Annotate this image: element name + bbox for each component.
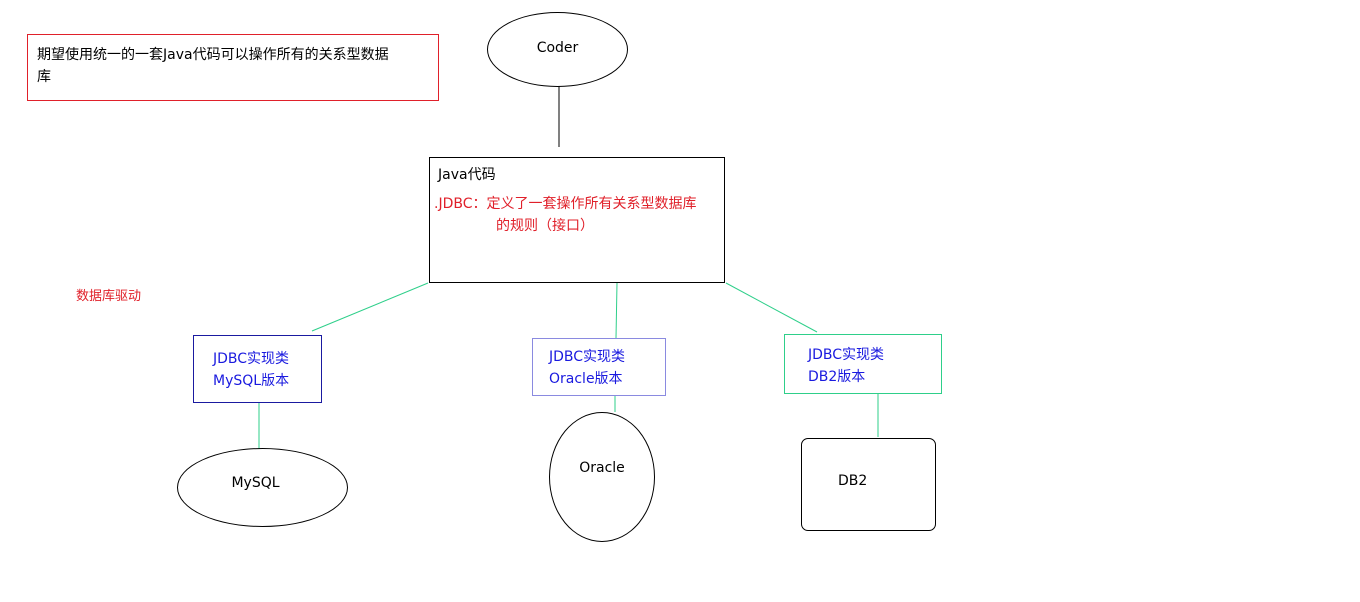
db2-database-box: DB2 [801, 438, 936, 531]
db2-impl-line1: JDBC实现类 [808, 347, 885, 363]
java-code-box: Java代码 .JDBC：定义了一套操作所有关系型数据库 的规则（接口） [429, 157, 725, 283]
db2-impl-box: JDBC实现类 DB2版本 [784, 334, 942, 394]
goal-note-line2: 库 [37, 69, 51, 85]
mysql-impl-line1: JDBC实现类 [213, 351, 290, 367]
oracle-database-label: Oracle [579, 460, 625, 476]
jdbc-definition-line1: .JDBC：定义了一套操作所有关系型数据库 [434, 196, 697, 212]
oracle-database-ellipse: Oracle [549, 412, 655, 542]
mysql-impl-box: JDBC实现类 MySQL版本 [193, 335, 322, 403]
coder-ellipse: Coder [487, 12, 628, 87]
database-driver-label: 数据库驱动 [76, 289, 142, 304]
java-to-oracle-impl-line [615, 282, 618, 339]
goal-note-line1: 期望使用统一的一套Java代码可以操作所有的关系型数据 [37, 47, 389, 63]
oracle-impl-line1: JDBC实现类 [549, 349, 626, 365]
goal-note-box: 期望使用统一的一套Java代码可以操作所有的关系型数据 库 [27, 34, 439, 101]
oracle-impl-box: JDBC实现类 Oracle版本 [532, 338, 666, 396]
mysql-impl-line2: MySQL版本 [213, 373, 290, 389]
mysql-database-label: MySQL [231, 474, 280, 491]
java-to-db2-impl-line [725, 282, 818, 333]
db2-impl-line2: DB2版本 [808, 369, 866, 385]
oracle-impl-line2: Oracle版本 [549, 371, 623, 387]
jdbc-definition-line2: 的规则（接口） [496, 218, 594, 234]
coder-label: Coder [536, 40, 579, 56]
java-to-mysql-impl-line [311, 282, 429, 332]
db2-database-label: DB2 [838, 473, 868, 489]
java-code-title: Java代码 [438, 167, 496, 183]
mysql-database-ellipse: MySQL [177, 448, 348, 527]
